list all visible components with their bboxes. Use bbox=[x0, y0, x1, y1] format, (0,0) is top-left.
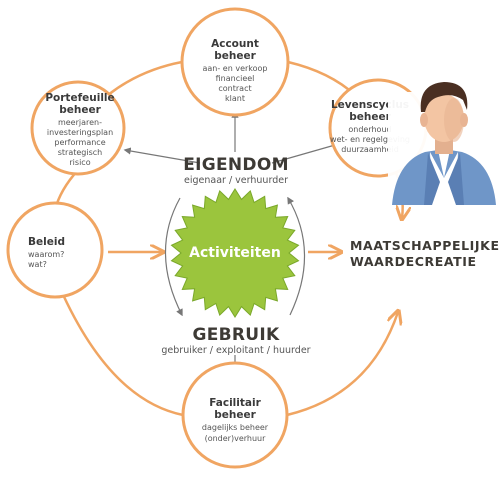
gebruik-sub-label: gebruiker / exploitant / huurder bbox=[161, 345, 310, 356]
eigendom-label: EIGENDOM bbox=[183, 155, 289, 175]
levenscyclus-line-2: wet- en regelgeving bbox=[330, 135, 410, 144]
arc-beleid-facilitair bbox=[58, 287, 184, 417]
facilitair-title-1: Facilitair bbox=[209, 397, 261, 409]
beleid-title: Beleid bbox=[28, 236, 65, 248]
beleid-line-2: wat? bbox=[28, 260, 47, 269]
cycle-arrow-right bbox=[287, 196, 306, 316]
arc-portefeuille-account bbox=[107, 60, 183, 96]
levenscyclus-line-3: duurzaamheid bbox=[341, 145, 399, 154]
activiteiten-starburst-icon bbox=[170, 188, 300, 318]
facilitair-title-2: beheer bbox=[214, 409, 256, 421]
arrow-to-portefeuille bbox=[123, 147, 201, 164]
levenscyclus-title-2: beheer bbox=[349, 111, 391, 123]
facilitair-line-2: (onder)verhuur bbox=[205, 434, 267, 443]
portefeuille-beheer-circle bbox=[30, 80, 126, 176]
outcome-line-2: WAARDECREATIE bbox=[350, 254, 477, 269]
gray-arrows bbox=[123, 110, 344, 390]
arrow-to-levenscyclus bbox=[271, 141, 344, 164]
account-line-4: klant bbox=[225, 94, 245, 103]
portefeuille-beheer-node: Portefeuille beheer meerjaren- investeri… bbox=[45, 92, 114, 167]
portefeuille-line-3: performance bbox=[54, 138, 105, 147]
account-beheer-node: Account beheer aan- en verkoop financiee… bbox=[203, 38, 268, 103]
person-avatar-icon bbox=[388, 82, 500, 205]
beleid-line-1: waarom? bbox=[28, 250, 64, 259]
cycle-arrow-left bbox=[164, 197, 183, 317]
beleid-node: Beleid waarom? wat? bbox=[28, 236, 65, 269]
portefeuille-line-1: meerjaren- bbox=[58, 118, 102, 127]
portefeuille-line-2: investeringsplan bbox=[47, 128, 113, 137]
account-line-1: aan- en verkoop bbox=[203, 64, 268, 73]
levenscyclus-line-1: onderhoud bbox=[348, 125, 391, 134]
portefeuille-title-1: Portefeuille bbox=[45, 92, 114, 104]
activiteiten-label: Activiteiten bbox=[189, 245, 281, 261]
gebruik-label: GEBRUIK bbox=[192, 325, 280, 345]
account-line-3: contract bbox=[218, 84, 251, 93]
beleid-circle bbox=[6, 201, 104, 299]
portefeuille-title-2: beheer bbox=[59, 104, 101, 116]
account-line-2: financieel bbox=[216, 74, 255, 83]
account-title-2: beheer bbox=[214, 50, 256, 62]
account-beheer-circle bbox=[180, 7, 290, 117]
outcome-line-1: MAATSCHAPPELIJKE bbox=[350, 238, 500, 253]
arc-account-levenscyclus bbox=[287, 60, 356, 96]
facilitair-line-1: dagelijks beheer bbox=[202, 423, 269, 432]
facilitair-beheer-node: Facilitair beheer dagelijks beheer (onde… bbox=[202, 397, 269, 443]
portefeuille-line-5: risico bbox=[69, 158, 90, 167]
eigendom-sub-label: eigenaar / verhuurder bbox=[184, 175, 288, 186]
account-title-1: Account bbox=[211, 38, 259, 50]
arc-facilitair-outcome bbox=[286, 312, 398, 417]
facilitair-beheer-circle bbox=[181, 361, 289, 469]
portefeuille-line-4: strategisch bbox=[58, 148, 103, 157]
